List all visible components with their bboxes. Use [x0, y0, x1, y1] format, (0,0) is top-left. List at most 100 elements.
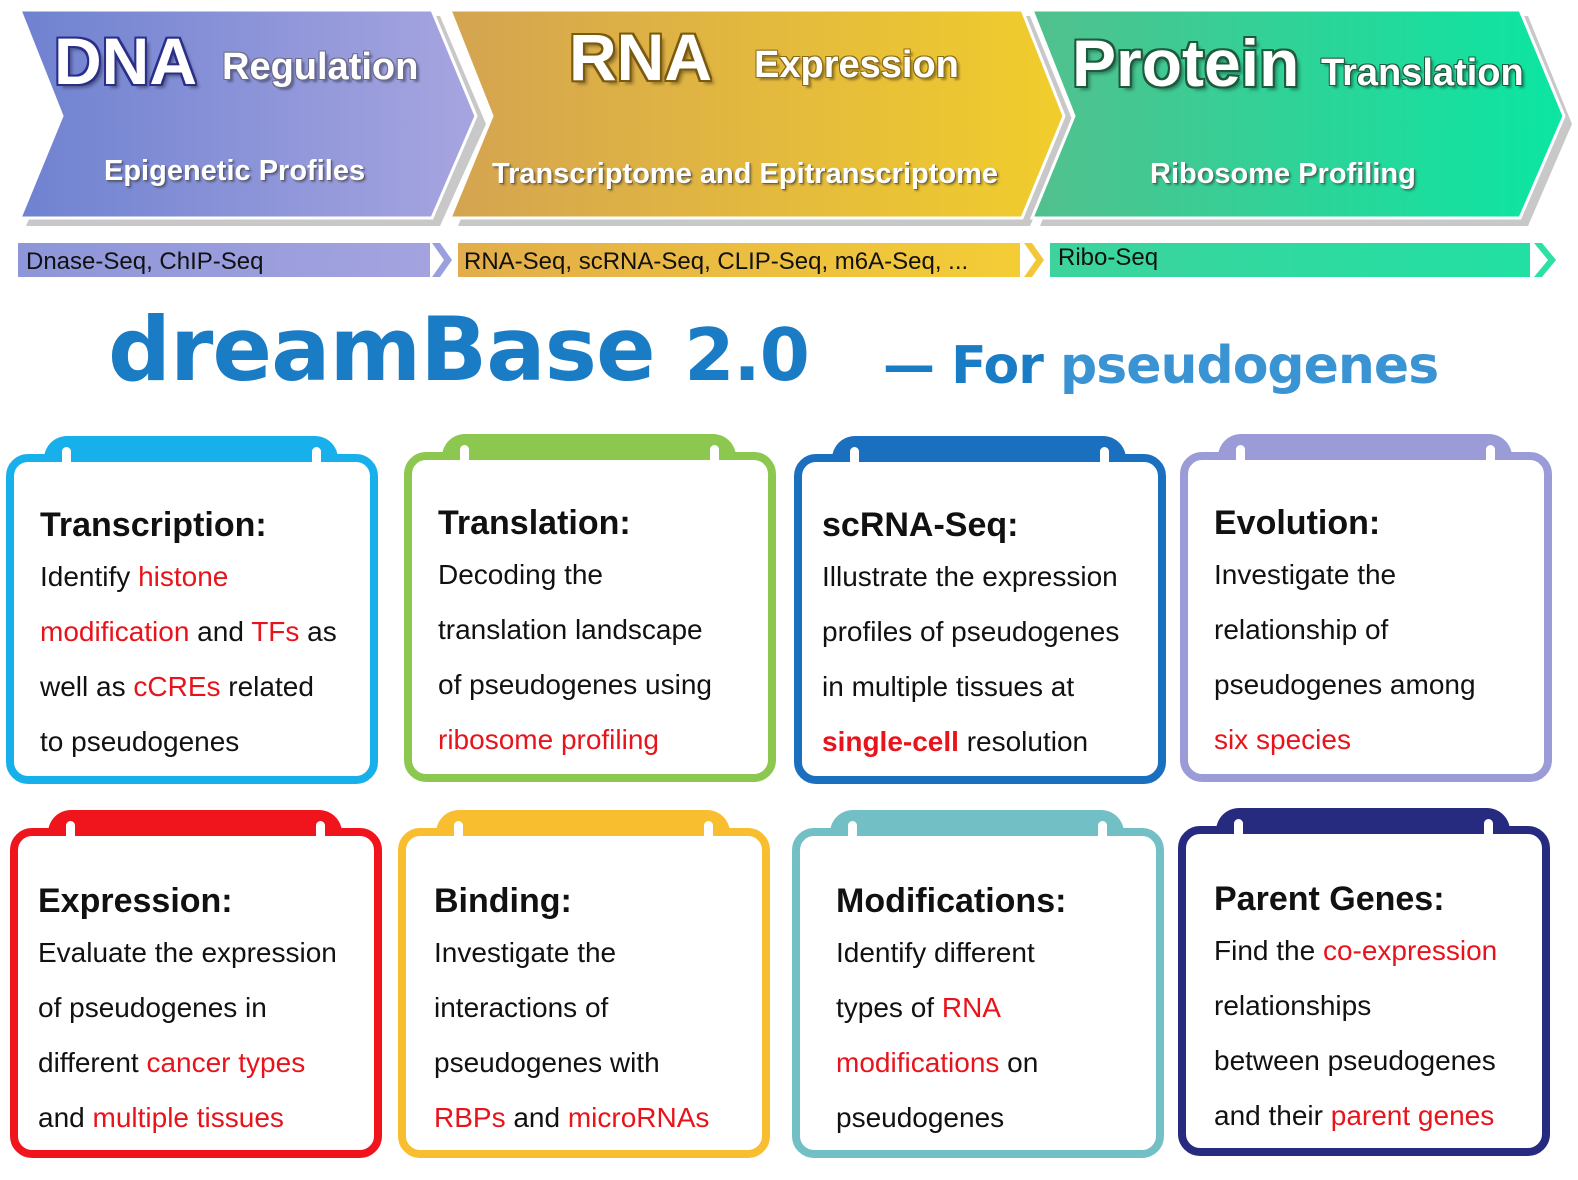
- dna-methods: Dnase-Seq, ChIP-Seq: [26, 248, 264, 275]
- card-body: Decoding the translation landscape of ps…: [438, 547, 712, 767]
- binder-ring: [850, 447, 859, 469]
- rna-method-chevron: [1024, 243, 1044, 277]
- binder-ring: [460, 445, 469, 467]
- body-text: Identify: [40, 561, 139, 592]
- rna-stage-subtitle: Transcriptome and Epitranscriptome: [492, 158, 999, 190]
- protein-method-bar: [1050, 243, 1530, 277]
- body-text: Identify different: [836, 937, 1035, 968]
- page-title: dreamBase 2.0: [108, 306, 810, 397]
- highlight-text: TFs: [251, 616, 300, 647]
- rna-method-bar: [458, 243, 1020, 277]
- highlight-text: microRNAs: [567, 1102, 710, 1133]
- card-scrna-seq: scRNA-Seq: Illustrate the expression pro…: [794, 436, 1170, 786]
- body-text: Investigate the: [434, 937, 617, 968]
- body-text: resolution: [958, 726, 1089, 757]
- card-body: Find the co-expression relationships bet…: [1214, 923, 1497, 1143]
- card-heading: scRNA-Seq:: [822, 506, 1019, 544]
- body-text: and: [505, 1102, 568, 1133]
- protein-method-chevron: [1534, 243, 1556, 277]
- rna-stage-qualifier: Expression: [754, 44, 959, 86]
- protein-stage-qualifier: Translation: [1321, 52, 1524, 94]
- rna-arrow: [447, 8, 1066, 220]
- body-text: in multiple tissues at: [822, 671, 1075, 702]
- card-evolution: Evolution: Investigate the relationship …: [1180, 434, 1556, 784]
- card-parent-genes: Parent Genes: Find the co-expression rel…: [1178, 808, 1554, 1158]
- brand-subtitle: — For pseudogenes: [883, 340, 1439, 392]
- binder-ring: [62, 447, 71, 469]
- protein-stage-subtitle: Ribosome Profiling: [1150, 158, 1416, 190]
- protein-arrow: [1029, 8, 1566, 220]
- highlight-text: histone: [138, 561, 229, 592]
- card-frame: [792, 828, 1164, 1158]
- card-heading: Expression:: [38, 882, 233, 920]
- body-text: and their: [1214, 1100, 1331, 1131]
- binder-ring: [704, 821, 713, 843]
- body-text: interactions of: [434, 992, 609, 1023]
- binder-ring: [1098, 821, 1107, 843]
- card-frame: [1180, 452, 1552, 782]
- card-heading: Translation:: [438, 504, 631, 542]
- card-heading: Binding:: [434, 882, 572, 920]
- dna-stage-title: DNA: [54, 24, 197, 98]
- body-text: pseudogenes with: [434, 1047, 660, 1078]
- body-text: Find the: [1214, 935, 1323, 966]
- body-text: between pseudogenes: [1214, 1045, 1496, 1076]
- card-heading: Transcription:: [40, 506, 267, 544]
- highlight-text: six species: [1214, 724, 1351, 755]
- highlight-text: RBPs: [434, 1102, 506, 1133]
- card-body: Identify histone modification and TFs as…: [40, 549, 337, 769]
- card-body: Evaluate the expression of pseudogenes i…: [38, 925, 337, 1145]
- card-frame: [404, 452, 776, 782]
- card-body: Identify different types of RNA modifica…: [836, 925, 1038, 1145]
- protein-methods: Ribo-Seq: [1058, 244, 1159, 271]
- card-frame: [6, 454, 378, 784]
- dna-method-bar: [18, 243, 430, 277]
- body-text: Illustrate the expression: [822, 561, 1118, 592]
- dna-arrow: [17, 8, 478, 220]
- brand-subtitle-prefix: For: [951, 336, 1044, 396]
- card-binding: Binding: Investigate the interactions of…: [398, 810, 774, 1160]
- body-text: well as: [40, 671, 134, 702]
- highlight-text: co-expression: [1322, 935, 1498, 966]
- highlight-text: modifications: [836, 1047, 1000, 1078]
- pipeline-graphic: [17, 8, 1572, 277]
- highlight-text: cancer types: [146, 1047, 306, 1078]
- brand-version: 2.0: [684, 313, 810, 397]
- binder-ring: [66, 821, 75, 843]
- card-heading: Modifications:: [836, 882, 1067, 920]
- highlight-text: single-cell: [822, 726, 959, 757]
- card-frame: [10, 828, 382, 1158]
- body-text: Decoding the: [438, 559, 604, 590]
- body-text: relationships: [1214, 990, 1372, 1021]
- binder-ring: [1236, 445, 1245, 467]
- body-text: translation landscape: [438, 614, 703, 645]
- dna-method-chevron: [432, 243, 452, 277]
- rna-methods: RNA-Seq, scRNA-Seq, CLIP-Seq, m6A-Seq, .…: [464, 248, 969, 275]
- binder-ring: [1484, 819, 1493, 841]
- protein-stage-title: Protein: [1072, 26, 1300, 100]
- highlight-text: ribosome profiling: [438, 724, 659, 755]
- card-frame: [794, 454, 1166, 784]
- highlight-text: parent genes: [1330, 1100, 1495, 1131]
- body-text: related: [220, 671, 314, 702]
- card-body: Investigate the relationship of pseudoge…: [1214, 547, 1476, 767]
- brand-name: dreamBase: [108, 298, 656, 401]
- binder-ring: [1100, 447, 1109, 469]
- body-text: and: [189, 616, 252, 647]
- body-text: of pseudogenes using: [438, 669, 712, 700]
- highlight-text: RNA: [941, 992, 1001, 1023]
- body-text: types of: [836, 992, 942, 1023]
- card-heading: Parent Genes:: [1214, 880, 1445, 918]
- dna-stage-subtitle: Epigenetic Profiles: [104, 155, 366, 187]
- binder-ring: [1234, 819, 1243, 841]
- body-text: and: [38, 1102, 93, 1133]
- body-text: pseudogenes among: [1214, 669, 1476, 700]
- body-text: to pseudogenes: [40, 726, 240, 757]
- body-text: on: [999, 1047, 1039, 1078]
- card-modifications: Modifications: Identify different types …: [792, 810, 1168, 1160]
- binder-ring: [312, 447, 321, 469]
- card-heading: Evolution:: [1214, 504, 1381, 542]
- card-transcription: Transcription: Identify histone modifica…: [6, 436, 382, 786]
- card-translation: Translation: Decoding the translation la…: [404, 434, 780, 784]
- binder-ring: [848, 821, 857, 843]
